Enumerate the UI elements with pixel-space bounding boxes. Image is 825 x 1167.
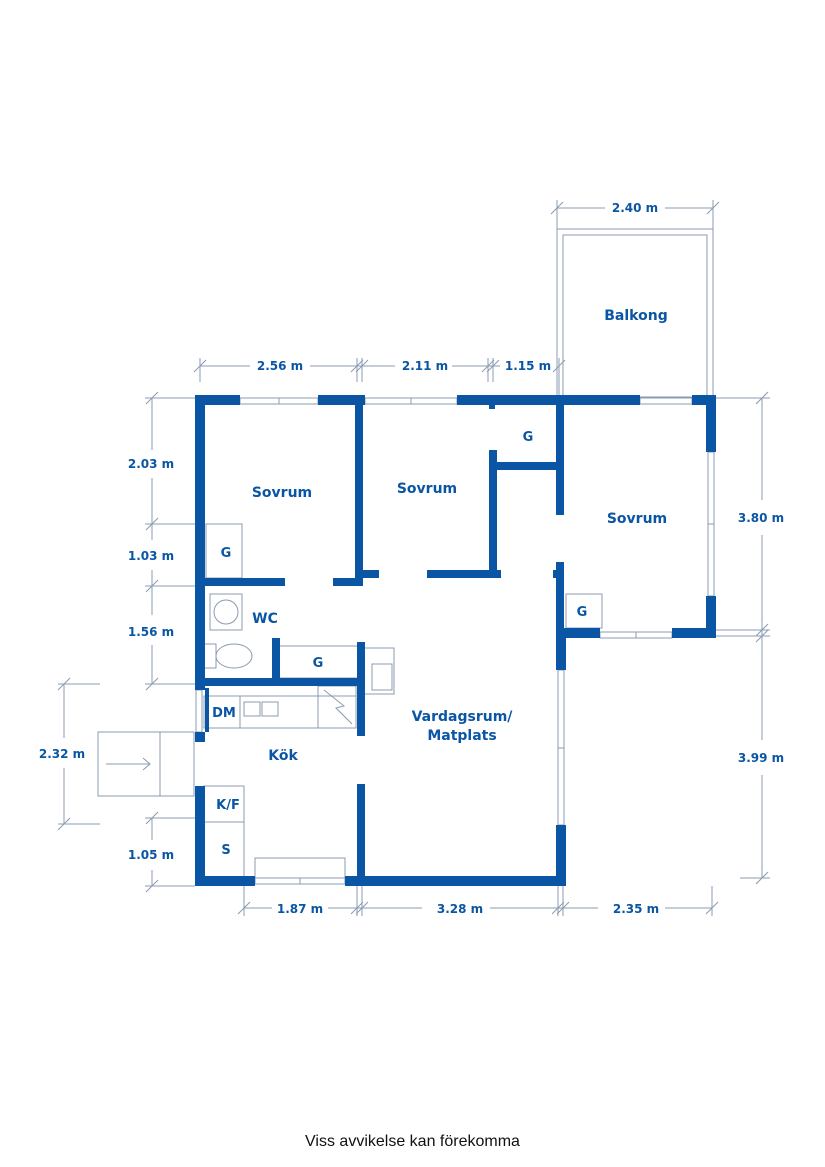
- dimension-label-balkong-width: 2.40 m: [612, 201, 658, 215]
- dimension-label-left-1: 2.03 m: [128, 457, 174, 471]
- dimension-label-left-5: 1.05 m: [128, 848, 174, 862]
- fixture-label-g-hall: G: [313, 656, 324, 671]
- fixture-label-s: S: [221, 843, 230, 858]
- room-label-sovrum-2: Sovrum: [397, 481, 457, 497]
- fixtures: [203, 523, 603, 879]
- dimension-label-top-1: 2.56 m: [257, 359, 303, 373]
- room-label-wc: WC: [252, 611, 278, 627]
- entrance-ramp: [97, 731, 195, 797]
- dimension-label-top-2: 2.11 m: [402, 359, 448, 373]
- room-label-balkong: Balkong: [604, 308, 667, 324]
- fixture-label-g-closet: G: [523, 430, 534, 445]
- dimension-label-bottom-1: 1.87 m: [277, 902, 323, 916]
- dimension-label-bottom-2: 3.28 m: [437, 902, 483, 916]
- dimension-label-bottom-3: 2.35 m: [613, 902, 659, 916]
- fixture-label-dm: DM: [212, 706, 236, 721]
- room-label-sovrum-1: Sovrum: [252, 485, 312, 501]
- dimension-label-left-2: 1.03 m: [128, 549, 174, 563]
- dimension-lines: [57, 200, 770, 916]
- fixture-label-g-sovrum-3: G: [577, 605, 588, 620]
- walls: [195, 395, 716, 886]
- room-label-sovrum-3: Sovrum: [607, 511, 667, 527]
- dimension-label-left-4: 2.32 m: [39, 747, 85, 761]
- disclaimer-text: Viss avvikelse kan förekomma: [305, 1133, 520, 1150]
- fixture-label-kf: K/F: [216, 798, 240, 813]
- fixture-label-g-sovrum-1: G: [221, 546, 232, 561]
- dimension-label-right-1: 3.80 m: [738, 511, 784, 525]
- room-label-kok: Kök: [268, 748, 298, 764]
- dimension-label-left-3: 1.56 m: [128, 625, 174, 639]
- dimension-label-top-3: 1.15 m: [505, 359, 551, 373]
- room-label-vardagsrum: Vardagsrum/: [412, 709, 514, 725]
- dimension-label-right-2: 3.99 m: [738, 751, 784, 765]
- room-label-matplats: Matplats: [427, 728, 496, 744]
